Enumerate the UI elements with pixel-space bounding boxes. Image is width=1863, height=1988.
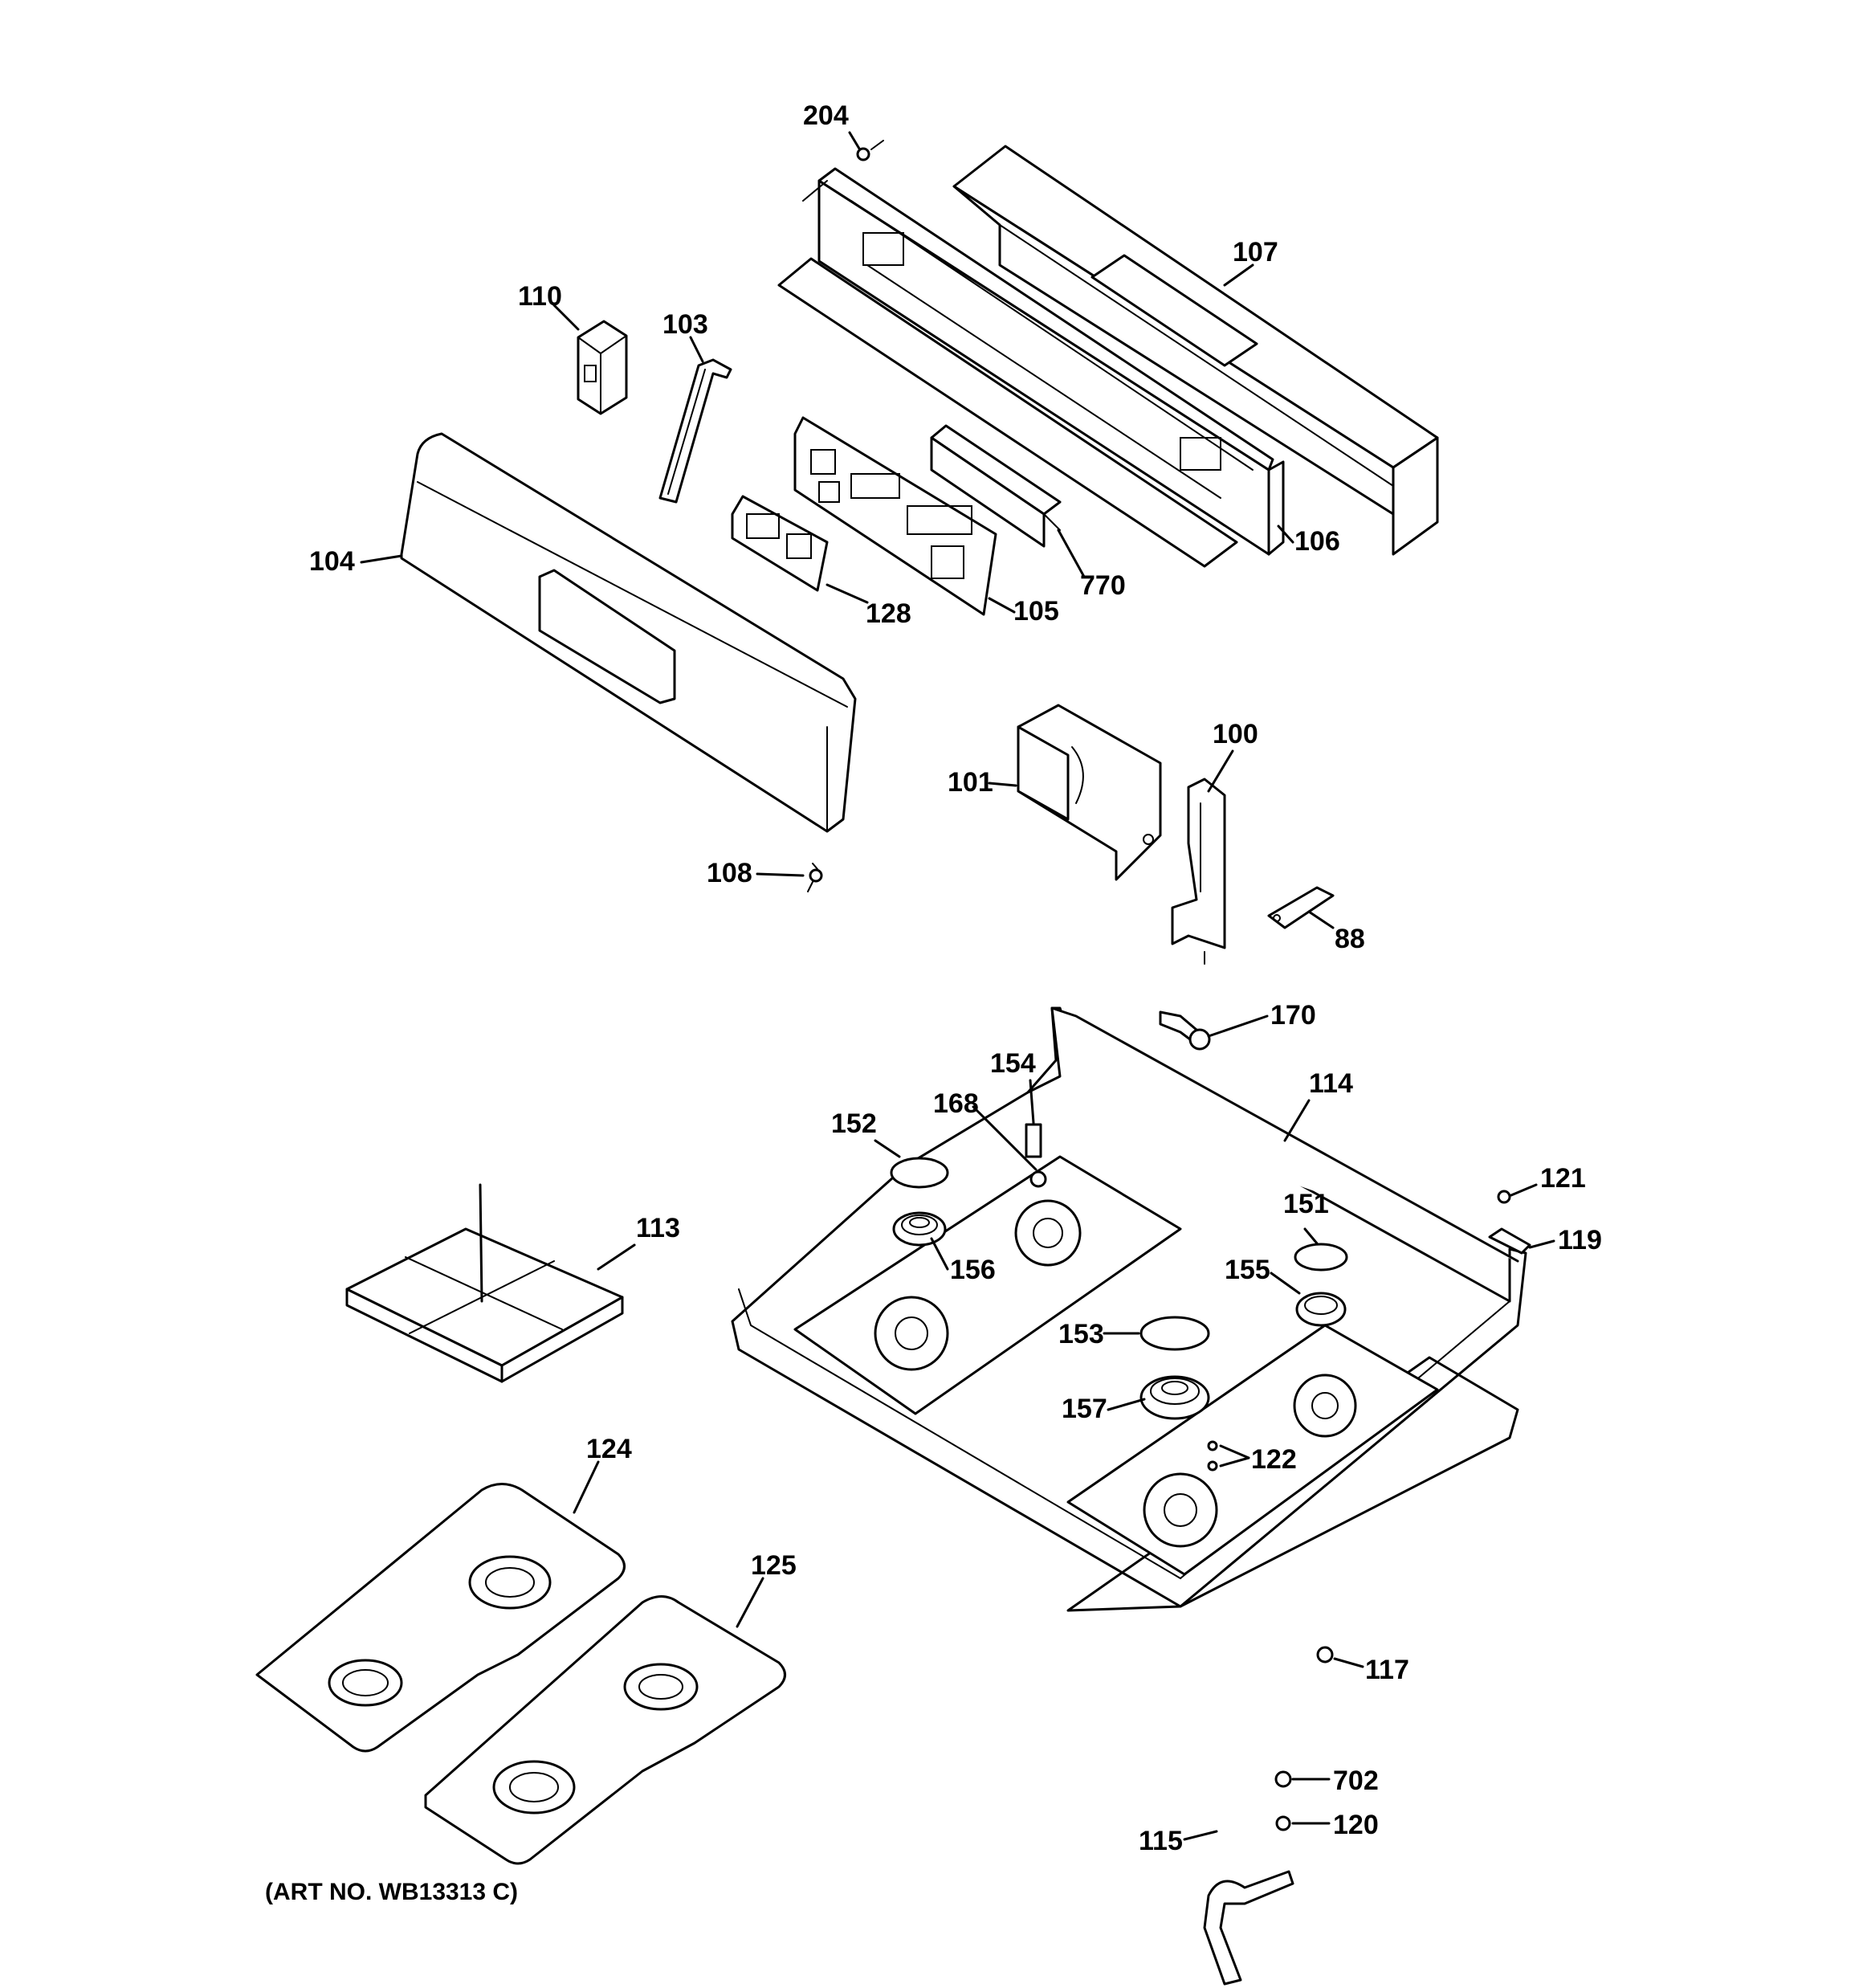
callout-170: 170 xyxy=(1270,1000,1316,1031)
callout-100: 100 xyxy=(1213,719,1258,749)
part-153-burner-cap xyxy=(1139,1316,1210,1351)
part-110-ignitor-module xyxy=(577,320,628,415)
part-88-clip xyxy=(1267,886,1335,929)
part-115-rod xyxy=(1203,1870,1294,1986)
part-770-bracket xyxy=(930,424,1062,548)
part-128-overlay xyxy=(731,495,829,592)
part-114-cooktop xyxy=(731,1006,1527,1612)
callout-152: 152 xyxy=(831,1108,877,1139)
part-103-bracket xyxy=(658,358,732,504)
callout-204: 204 xyxy=(803,100,849,131)
part-702-washer xyxy=(1274,1770,1292,1788)
callout-156: 156 xyxy=(950,1255,996,1285)
callout-113: 113 xyxy=(636,1213,680,1243)
callout-702: 702 xyxy=(1333,1766,1379,1796)
callout-122: 122 xyxy=(1251,1444,1297,1475)
part-106-backsplash-bracket xyxy=(777,167,1285,568)
callout-88: 88 xyxy=(1335,924,1365,954)
part-152-burner-cap xyxy=(890,1157,949,1189)
part-120-nut xyxy=(1275,1815,1291,1831)
part-155-burner-head xyxy=(1295,1292,1347,1327)
callout-117: 117 xyxy=(1365,1655,1409,1685)
callout-labels: 204 107 110 103 104 128 105 770 106 100 … xyxy=(265,100,1602,1905)
part-113-grate xyxy=(345,1183,624,1383)
callout-157: 157 xyxy=(1062,1394,1107,1424)
part-124-drip-pan xyxy=(255,1483,626,1753)
callout-110: 110 xyxy=(518,281,562,312)
callout-115: 115 xyxy=(1139,1826,1183,1856)
callout-154: 154 xyxy=(990,1048,1036,1079)
part-121-screw xyxy=(1497,1190,1511,1204)
part-151-burner-cap xyxy=(1294,1243,1348,1272)
callout-770: 770 xyxy=(1080,570,1126,601)
leader-lines xyxy=(360,131,1555,1841)
part-107-rear-cover xyxy=(952,145,1439,556)
callout-124: 124 xyxy=(586,1434,632,1464)
part-100-bracket xyxy=(1171,778,1226,965)
callout-104: 104 xyxy=(309,546,355,577)
callout-106: 106 xyxy=(1294,526,1340,557)
part-204-screw xyxy=(802,140,884,202)
callout-125: 125 xyxy=(751,1550,797,1581)
part-105-control-board xyxy=(793,416,997,616)
part-168-screw xyxy=(1029,1170,1047,1188)
callout-101: 101 xyxy=(948,767,993,798)
part-157-burner-head xyxy=(1139,1375,1210,1420)
callout-114: 114 xyxy=(1309,1068,1353,1099)
callout-155: 155 xyxy=(1225,1255,1270,1285)
part-154-orifice xyxy=(1025,1123,1042,1158)
callout-105: 105 xyxy=(1013,596,1059,627)
part-117-nut xyxy=(1316,1646,1334,1663)
part-125-drip-pan xyxy=(424,1595,786,1865)
part-156-burner-head xyxy=(892,1211,947,1247)
callout-121: 121 xyxy=(1540,1163,1586,1194)
callout-103: 103 xyxy=(662,309,708,340)
part-101-shield xyxy=(1017,704,1162,881)
callout-107: 107 xyxy=(1233,237,1278,267)
callout-128: 128 xyxy=(866,598,911,629)
callout-151: 151 xyxy=(1283,1189,1329,1219)
part-108-screw xyxy=(807,863,823,892)
callout-108: 108 xyxy=(707,858,752,888)
part-170-screw xyxy=(1159,1010,1211,1051)
callout-153: 153 xyxy=(1058,1319,1104,1349)
callout-119: 119 xyxy=(1558,1225,1602,1255)
part-104-control-panel xyxy=(400,432,857,833)
callout-168: 168 xyxy=(933,1088,979,1119)
part-119-bracket xyxy=(1488,1227,1531,1255)
callout-120: 120 xyxy=(1333,1810,1379,1840)
part-122-screws xyxy=(1207,1440,1218,1472)
art-number: (ART NO. WB13313 C) xyxy=(265,1879,518,1905)
